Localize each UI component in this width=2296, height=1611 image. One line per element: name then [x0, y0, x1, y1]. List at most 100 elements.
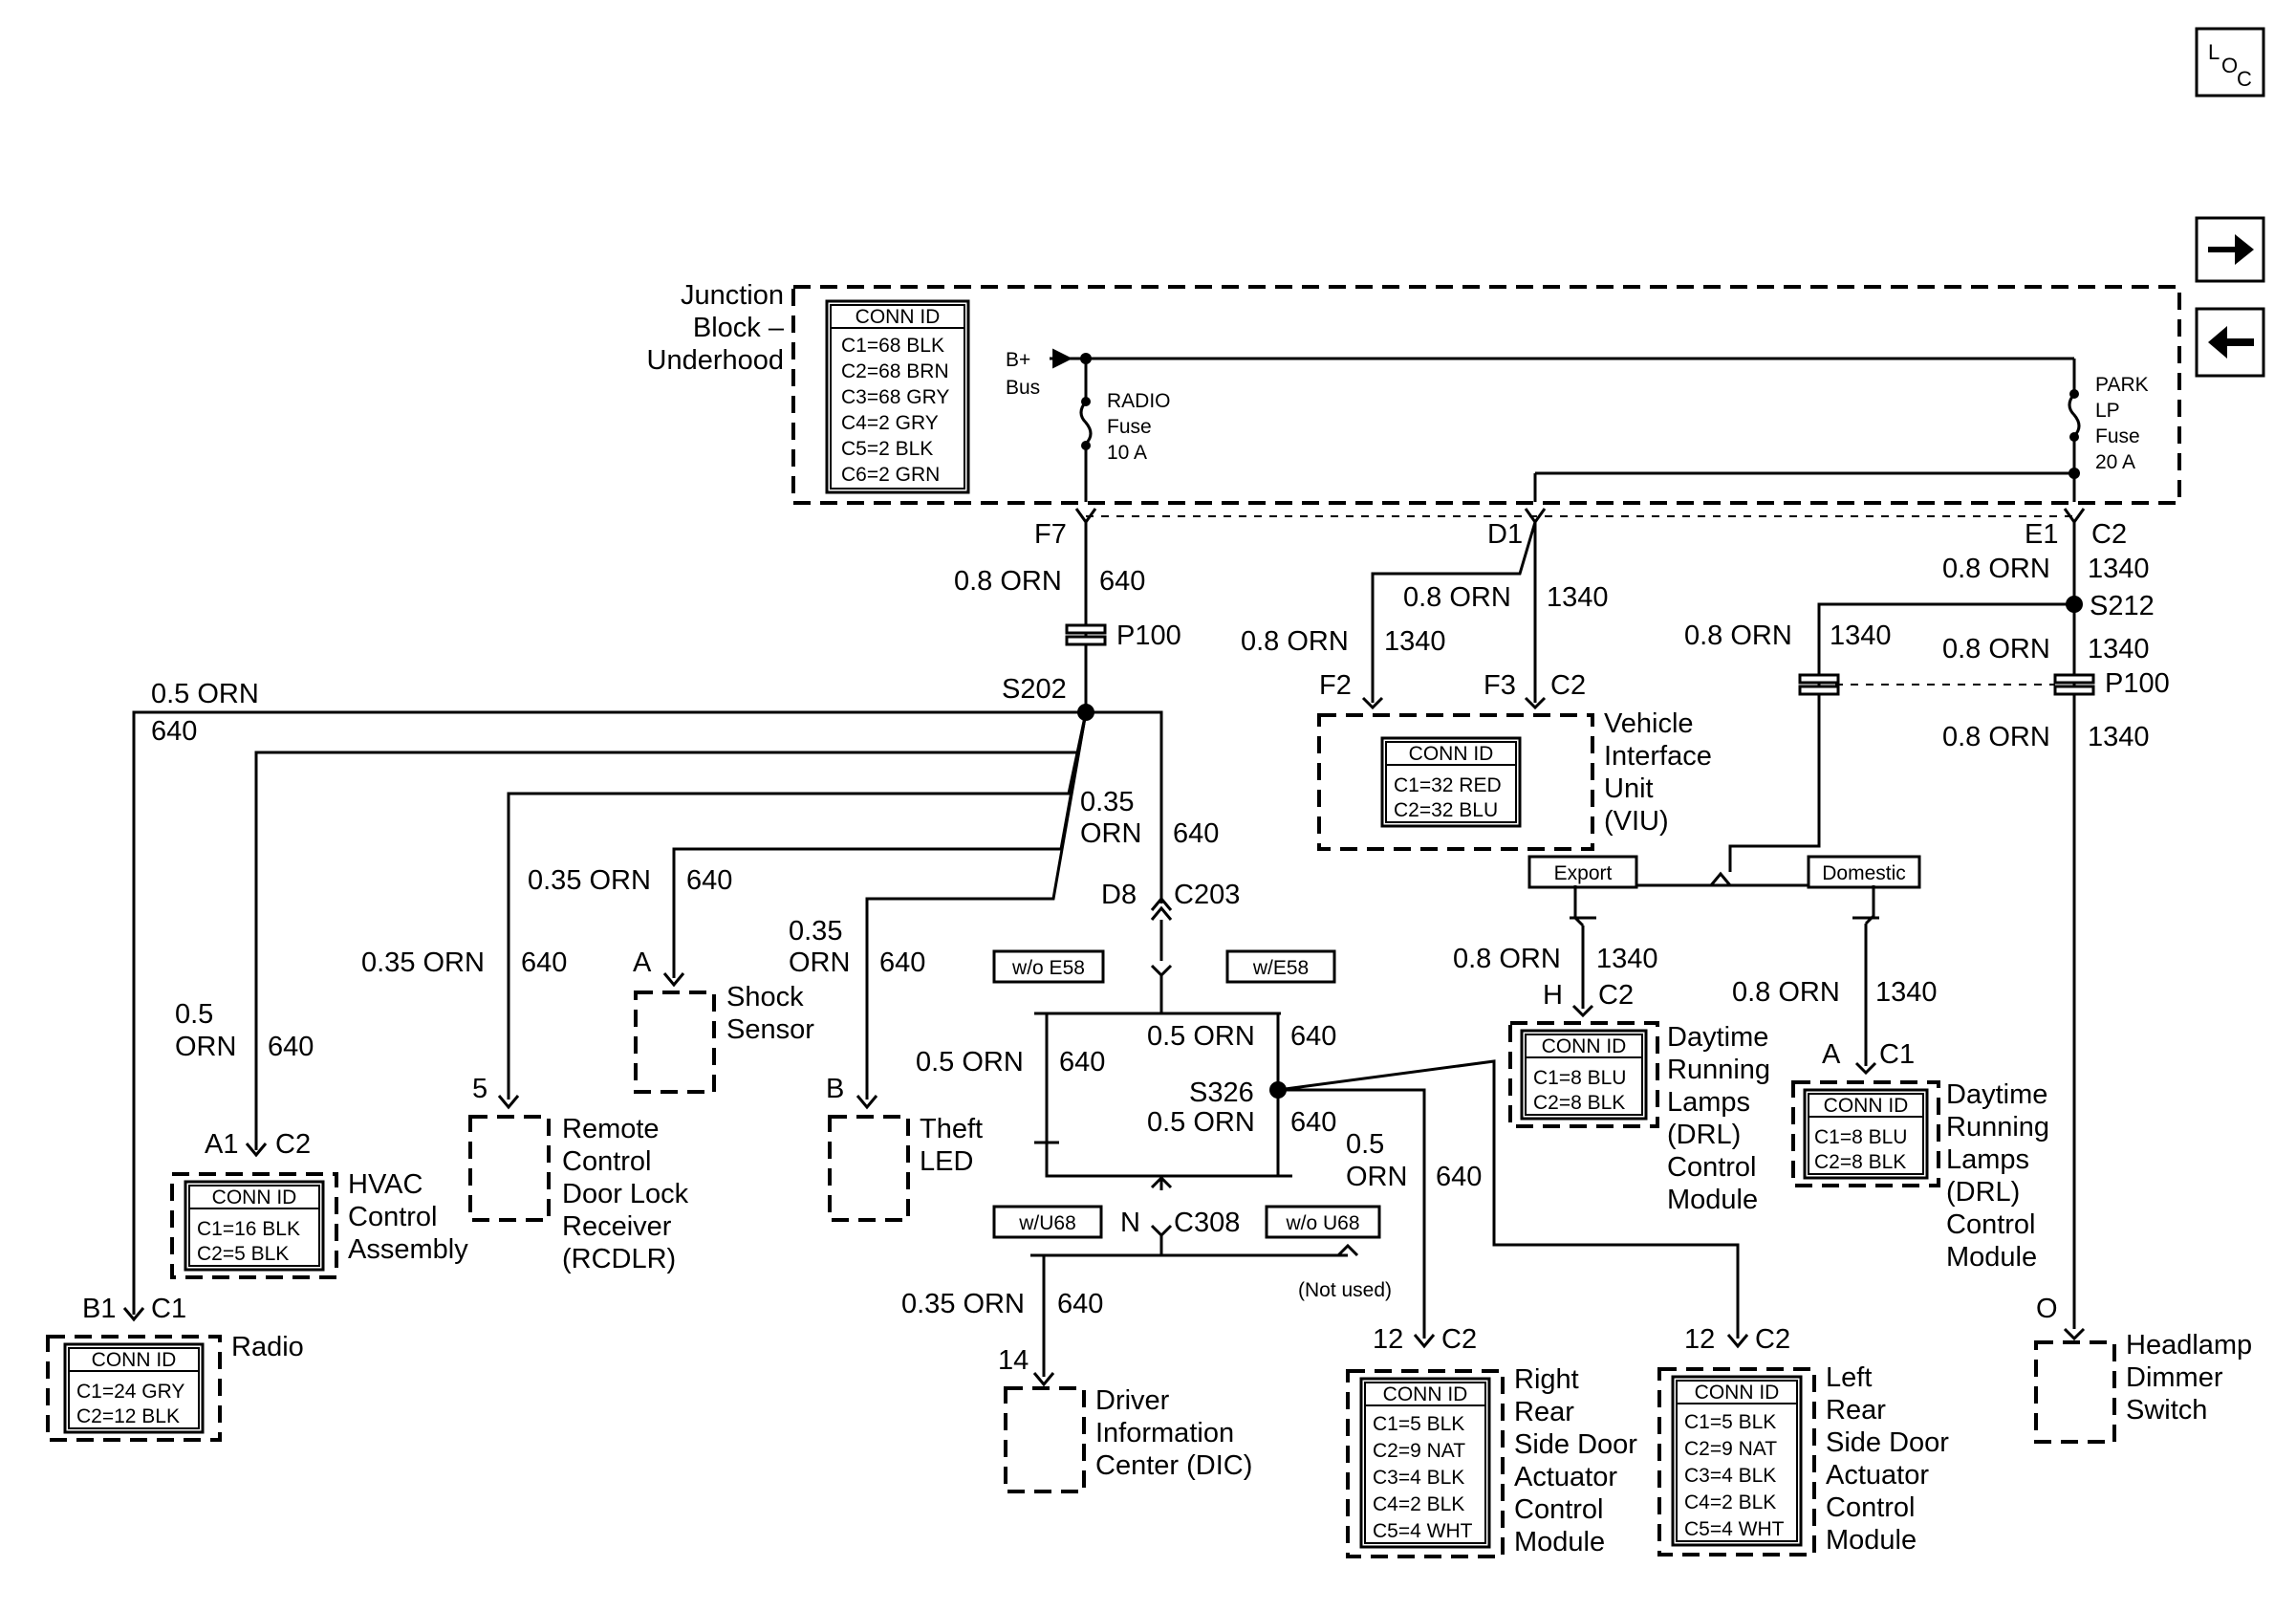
radio-component: B1 C1 CONN ID C1=24 GRY C2=12 BLK Radio — [46, 1294, 304, 1442]
svg-text:0.8 ORN: 0.8 ORN — [1942, 634, 2050, 664]
next-page-button[interactable] — [2195, 216, 2265, 283]
svg-text:C1=5 BLK: C1=5 BLK — [1684, 1411, 1776, 1433]
svg-text:10 A: 10 A — [1107, 442, 1147, 464]
svg-text:CONN ID: CONN ID — [856, 306, 941, 328]
svg-text:1340: 1340 — [1875, 977, 1938, 1008]
svg-text:C2=8 BLK: C2=8 BLK — [1814, 1151, 1906, 1173]
svg-text:C6=2 GRN: C6=2 GRN — [841, 464, 940, 486]
svg-text:C5=4 WHT: C5=4 WHT — [1373, 1520, 1473, 1542]
svg-text:0.35: 0.35 — [789, 916, 842, 947]
svg-text:F2: F2 — [1319, 670, 1352, 701]
option-export: Export — [1554, 862, 1613, 884]
svg-text:Side Door: Side Door — [1826, 1427, 1949, 1458]
prev-page-button[interactable] — [2195, 307, 2265, 378]
svg-text:Rear: Rear — [1826, 1395, 1886, 1426]
svg-text:C2=5 BLK: C2=5 BLK — [197, 1243, 289, 1265]
svg-text:640: 640 — [521, 947, 567, 978]
svg-text:Fuse: Fuse — [1107, 416, 1152, 438]
svg-text:C308: C308 — [1174, 1208, 1240, 1238]
svg-text:C5=4 WHT: C5=4 WHT — [1684, 1518, 1785, 1540]
svg-text:(DRL): (DRL) — [1946, 1177, 2020, 1208]
svg-text:0.5: 0.5 — [1346, 1129, 1384, 1160]
svg-text:Interface: Interface — [1604, 741, 1712, 772]
dic-name: Driver — [1095, 1385, 1170, 1416]
svg-text:C2: C2 — [1755, 1324, 1790, 1355]
svg-text:1340: 1340 — [2088, 554, 2150, 584]
option-domestic: Domestic — [1822, 862, 1906, 884]
svg-text:Receiver: Receiver — [562, 1211, 672, 1242]
svg-text:5: 5 — [472, 1074, 487, 1104]
svg-text:640: 640 — [1436, 1162, 1482, 1192]
svg-text:1340: 1340 — [1596, 944, 1658, 974]
svg-text:CONN ID: CONN ID — [1383, 1383, 1468, 1405]
svg-text:Assembly: Assembly — [348, 1234, 468, 1265]
svg-text:Rear: Rear — [1514, 1397, 1574, 1427]
shock-sensor-name: Shock — [726, 982, 804, 1012]
svg-text:0.35: 0.35 — [1080, 787, 1134, 817]
svg-text:Actuator: Actuator — [1514, 1462, 1617, 1492]
svg-text:0.8 ORN: 0.8 ORN — [1453, 944, 1561, 974]
svg-text:C2=32 BLU: C2=32 BLU — [1394, 799, 1498, 821]
svg-text:E1: E1 — [2025, 519, 2058, 550]
svg-text:640: 640 — [268, 1032, 314, 1062]
left-rear-door-name: Left — [1826, 1362, 1872, 1393]
circuit-1340-trunk: E1 C2 0.8 ORN 1340 S212 0.8 ORN 1340 P10… — [1453, 508, 2170, 1341]
svg-text:Running: Running — [1946, 1112, 2049, 1143]
svg-text:C2: C2 — [1441, 1324, 1477, 1355]
svg-text:Block –: Block – — [693, 313, 785, 343]
svg-text:C1: C1 — [151, 1294, 186, 1324]
right-rear-door-name: Right — [1514, 1364, 1579, 1395]
svg-text:D1: D1 — [1487, 519, 1523, 550]
svg-text:Door Lock: Door Lock — [562, 1179, 689, 1209]
headlamp-name: Headlamp — [2126, 1330, 2252, 1361]
svg-text:CONN ID: CONN ID — [1409, 743, 1494, 765]
svg-text:1340: 1340 — [1547, 582, 1609, 613]
loc-button[interactable]: L O C — [2195, 27, 2265, 98]
theft-led-name: Theft — [920, 1114, 983, 1144]
svg-text:Information: Information — [1095, 1418, 1234, 1448]
bus-label: B+ — [1006, 349, 1030, 371]
svg-text:0.35 ORN: 0.35 ORN — [528, 865, 651, 896]
svg-text:(Not used): (Not used) — [1298, 1279, 1392, 1301]
circuit-1340-viu: D1 0.8 ORN 1340 0.8 ORN 1340 F2 F3 C2 — [1241, 508, 1609, 710]
park-fuse-label: PARK — [2095, 374, 2149, 396]
svg-text:C4=2 BLK: C4=2 BLK — [1373, 1493, 1464, 1515]
svg-text:C1=8 BLU: C1=8 BLU — [1814, 1126, 1907, 1148]
svg-text:Running: Running — [1667, 1055, 1770, 1085]
svg-text:20 A: 20 A — [2095, 451, 2135, 473]
svg-text:C2=9 NAT: C2=9 NAT — [1373, 1440, 1465, 1462]
hvac-name: HVAC — [348, 1169, 422, 1200]
svg-text:Bus: Bus — [1006, 377, 1040, 399]
svg-text:C3=68 GRY: C3=68 GRY — [841, 386, 949, 408]
svg-text:Dimmer: Dimmer — [2126, 1362, 2223, 1393]
svg-text:(VIU): (VIU) — [1604, 806, 1669, 837]
svg-text:C2: C2 — [1550, 670, 1586, 701]
svg-text:0.35 ORN: 0.35 ORN — [361, 947, 485, 978]
hvac-component: A1 C2 CONN ID C1=16 BLK C2=5 BLK HVAC Co… — [170, 1129, 468, 1279]
svg-text:640: 640 — [1099, 566, 1145, 597]
option-w-e58: w/E58 — [1252, 957, 1309, 979]
svg-text:C4=2 GRY: C4=2 GRY — [841, 412, 939, 434]
svg-text:C: C — [2237, 67, 2252, 91]
svg-text:C1=24 GRY: C1=24 GRY — [76, 1381, 184, 1403]
drl-export-name: Daytime — [1667, 1022, 1768, 1053]
svg-text:0.8 ORN: 0.8 ORN — [954, 566, 1062, 597]
drl-export-component: CONN ID C1=8 BLU C2=8 BLK Daytime Runnin… — [1508, 1021, 1770, 1215]
svg-text:C1: C1 — [1879, 1039, 1915, 1070]
svg-text:0.8 ORN: 0.8 ORN — [1942, 722, 2050, 752]
option-w-u68: w/U68 — [1018, 1212, 1076, 1234]
svg-text:0.5 ORN: 0.5 ORN — [151, 679, 259, 709]
viu-component: CONN ID C1=32 RED C2=32 BLU Vehicle Inte… — [1317, 708, 1712, 851]
svg-text:C4=2 BLK: C4=2 BLK — [1684, 1491, 1776, 1513]
svg-text:N: N — [1120, 1208, 1140, 1238]
svg-text:1340: 1340 — [2088, 634, 2150, 664]
svg-text:Module: Module — [1514, 1527, 1605, 1557]
svg-text:B: B — [826, 1074, 844, 1104]
svg-text:C1=8 BLU: C1=8 BLU — [1533, 1067, 1626, 1089]
svg-text:C1=32 RED: C1=32 RED — [1394, 774, 1502, 796]
svg-text:C2=9 NAT: C2=9 NAT — [1684, 1438, 1777, 1460]
svg-text:12: 12 — [1684, 1324, 1715, 1355]
svg-text:0.8 ORN: 0.8 ORN — [1241, 626, 1349, 657]
radio-fuse-label: RADIO — [1107, 390, 1171, 412]
